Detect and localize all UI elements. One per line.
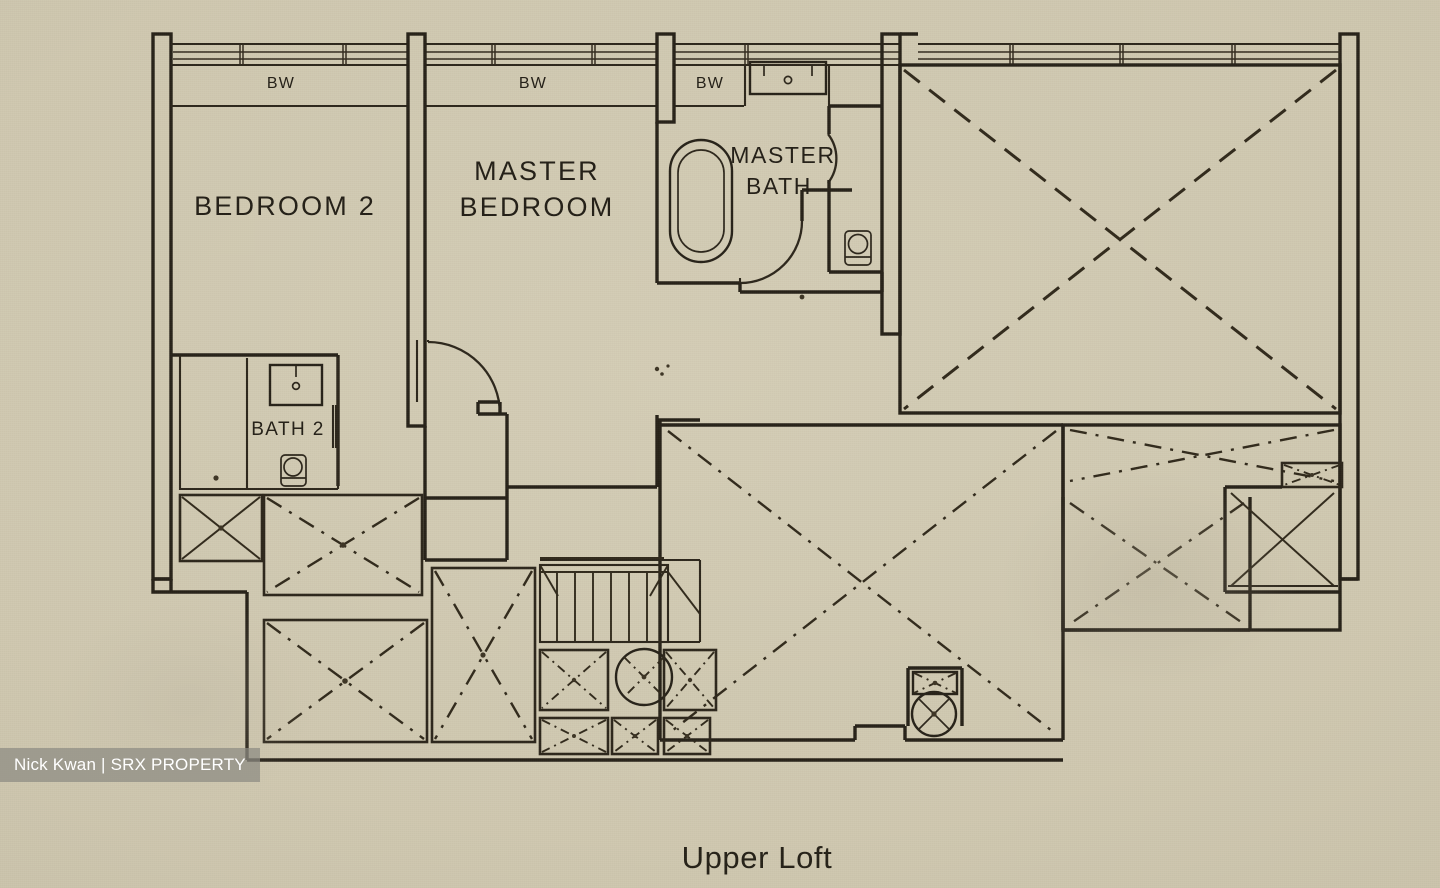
- bay-window-band-master-bath: [674, 42, 900, 108]
- bath2-vanity-sink: [268, 363, 324, 407]
- master-bath-toilet: [844, 230, 872, 266]
- watermark-banner: Nick Kwan | SRX PROPERTY: [0, 748, 260, 782]
- exterior-walls: [151, 32, 1360, 762]
- bay-window-labels: BW BW BW: [267, 75, 724, 92]
- bath2-toilet: [280, 454, 307, 487]
- room-label-bedroom2: BEDROOM 2: [194, 191, 376, 221]
- void-right-middle: [1061, 423, 1344, 632]
- room-label-bath2: BATH 2: [251, 419, 325, 440]
- void-stairwell-left: [430, 566, 537, 744]
- room-bath2: [180, 358, 340, 491]
- plan-title: Upper Loft: [682, 840, 833, 875]
- void-left-medium: [262, 493, 424, 597]
- bay-window-band-right-void: [918, 42, 1340, 67]
- watermark-text: Nick Kwan | SRX PROPERTY: [14, 755, 246, 774]
- room-label-master-bath-line2: BATH: [746, 173, 812, 199]
- master-bath-bathtub: [668, 138, 734, 264]
- void-service-boxes: [538, 647, 718, 756]
- bay-window-label-bedroom2: BW: [267, 75, 295, 92]
- master-bath-vanity-sink: [748, 60, 828, 96]
- void-ledge-slot: [1280, 461, 1344, 489]
- bay-window-band-master-bedroom: [425, 42, 657, 108]
- room-label-master-bedroom-line1: MASTER: [474, 156, 600, 186]
- room-label-master-bedroom-line2: BEDROOM: [460, 192, 615, 222]
- bay-window-band-bedroom2: [171, 42, 408, 108]
- staircase: [538, 557, 702, 644]
- room-label-master-bath-line1: MASTER: [730, 142, 835, 168]
- void-central: [658, 420, 1065, 742]
- void-left-small: [178, 493, 264, 563]
- void-left-large: [262, 618, 429, 744]
- room-master-bedroom: [415, 340, 700, 562]
- bay-window-label-master-bedroom: BW: [519, 75, 547, 92]
- aircon-ledge-round-fixture: [906, 666, 964, 738]
- bay-window-label-master-bath: BW: [696, 75, 724, 92]
- room-master-bath: [655, 60, 884, 300]
- room-labels: BEDROOM 2 MASTER BEDROOM MASTER BATH BAT…: [194, 142, 835, 440]
- void-upper-right: [898, 63, 1342, 415]
